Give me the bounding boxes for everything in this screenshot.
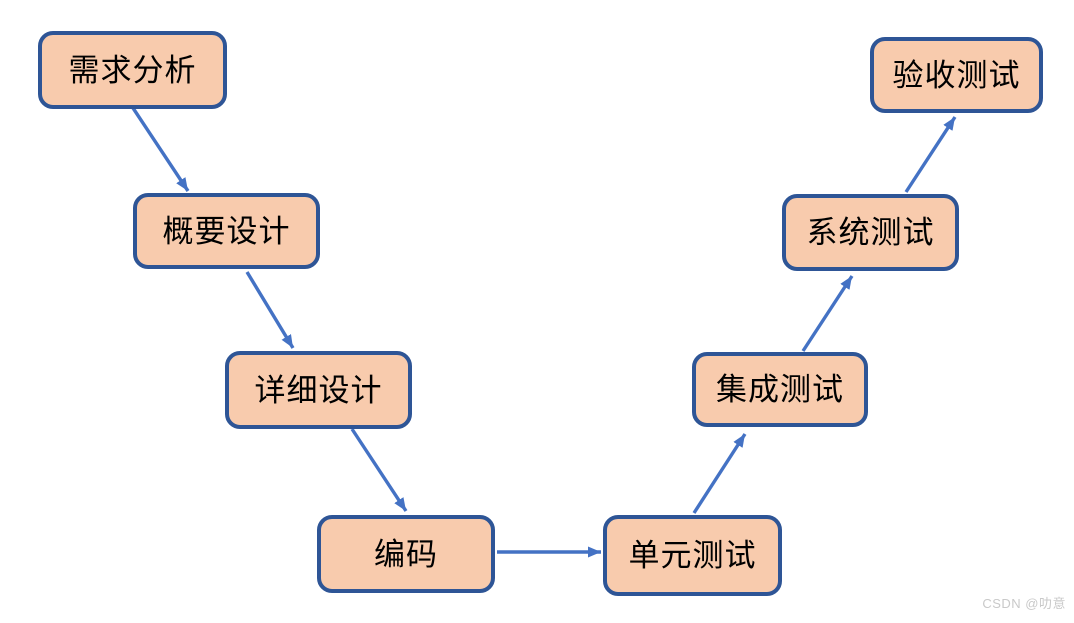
node-detailed-design: 详细设计 (225, 351, 412, 429)
node-high-level-design: 概要设计 (133, 193, 320, 269)
arrow-unittest-to-integration (692, 433, 747, 514)
node-label: 概要设计 (162, 213, 291, 249)
node-label: 编码 (374, 536, 438, 572)
node-acceptance-test: 验收测试 (870, 37, 1043, 113)
arrow-system-to-acceptance (904, 116, 957, 193)
node-coding: 编码 (317, 515, 495, 593)
node-label: 系统测试 (806, 215, 935, 250)
node-system-test: 系统测试 (782, 194, 959, 271)
node-label: 集成测试 (716, 372, 844, 407)
node-unit-test: 单元测试 (603, 515, 782, 596)
node-label: 验收测试 (892, 57, 1021, 93)
node-label: 需求分析 (68, 52, 197, 88)
arrow-integration-to-system (801, 275, 854, 352)
node-label: 详细设计 (254, 372, 383, 408)
node-requirements-analysis: 需求分析 (38, 31, 227, 109)
arrow-requirements-to-highlevel (131, 107, 190, 192)
node-label: 单元测试 (628, 538, 757, 573)
csdn-watermark: CSDN @叻意 (982, 596, 1066, 611)
arrow-highlevel-to-detailed (245, 271, 295, 349)
arrow-detailed-to-coding (350, 428, 408, 512)
node-integration-test: 集成测试 (692, 352, 868, 427)
